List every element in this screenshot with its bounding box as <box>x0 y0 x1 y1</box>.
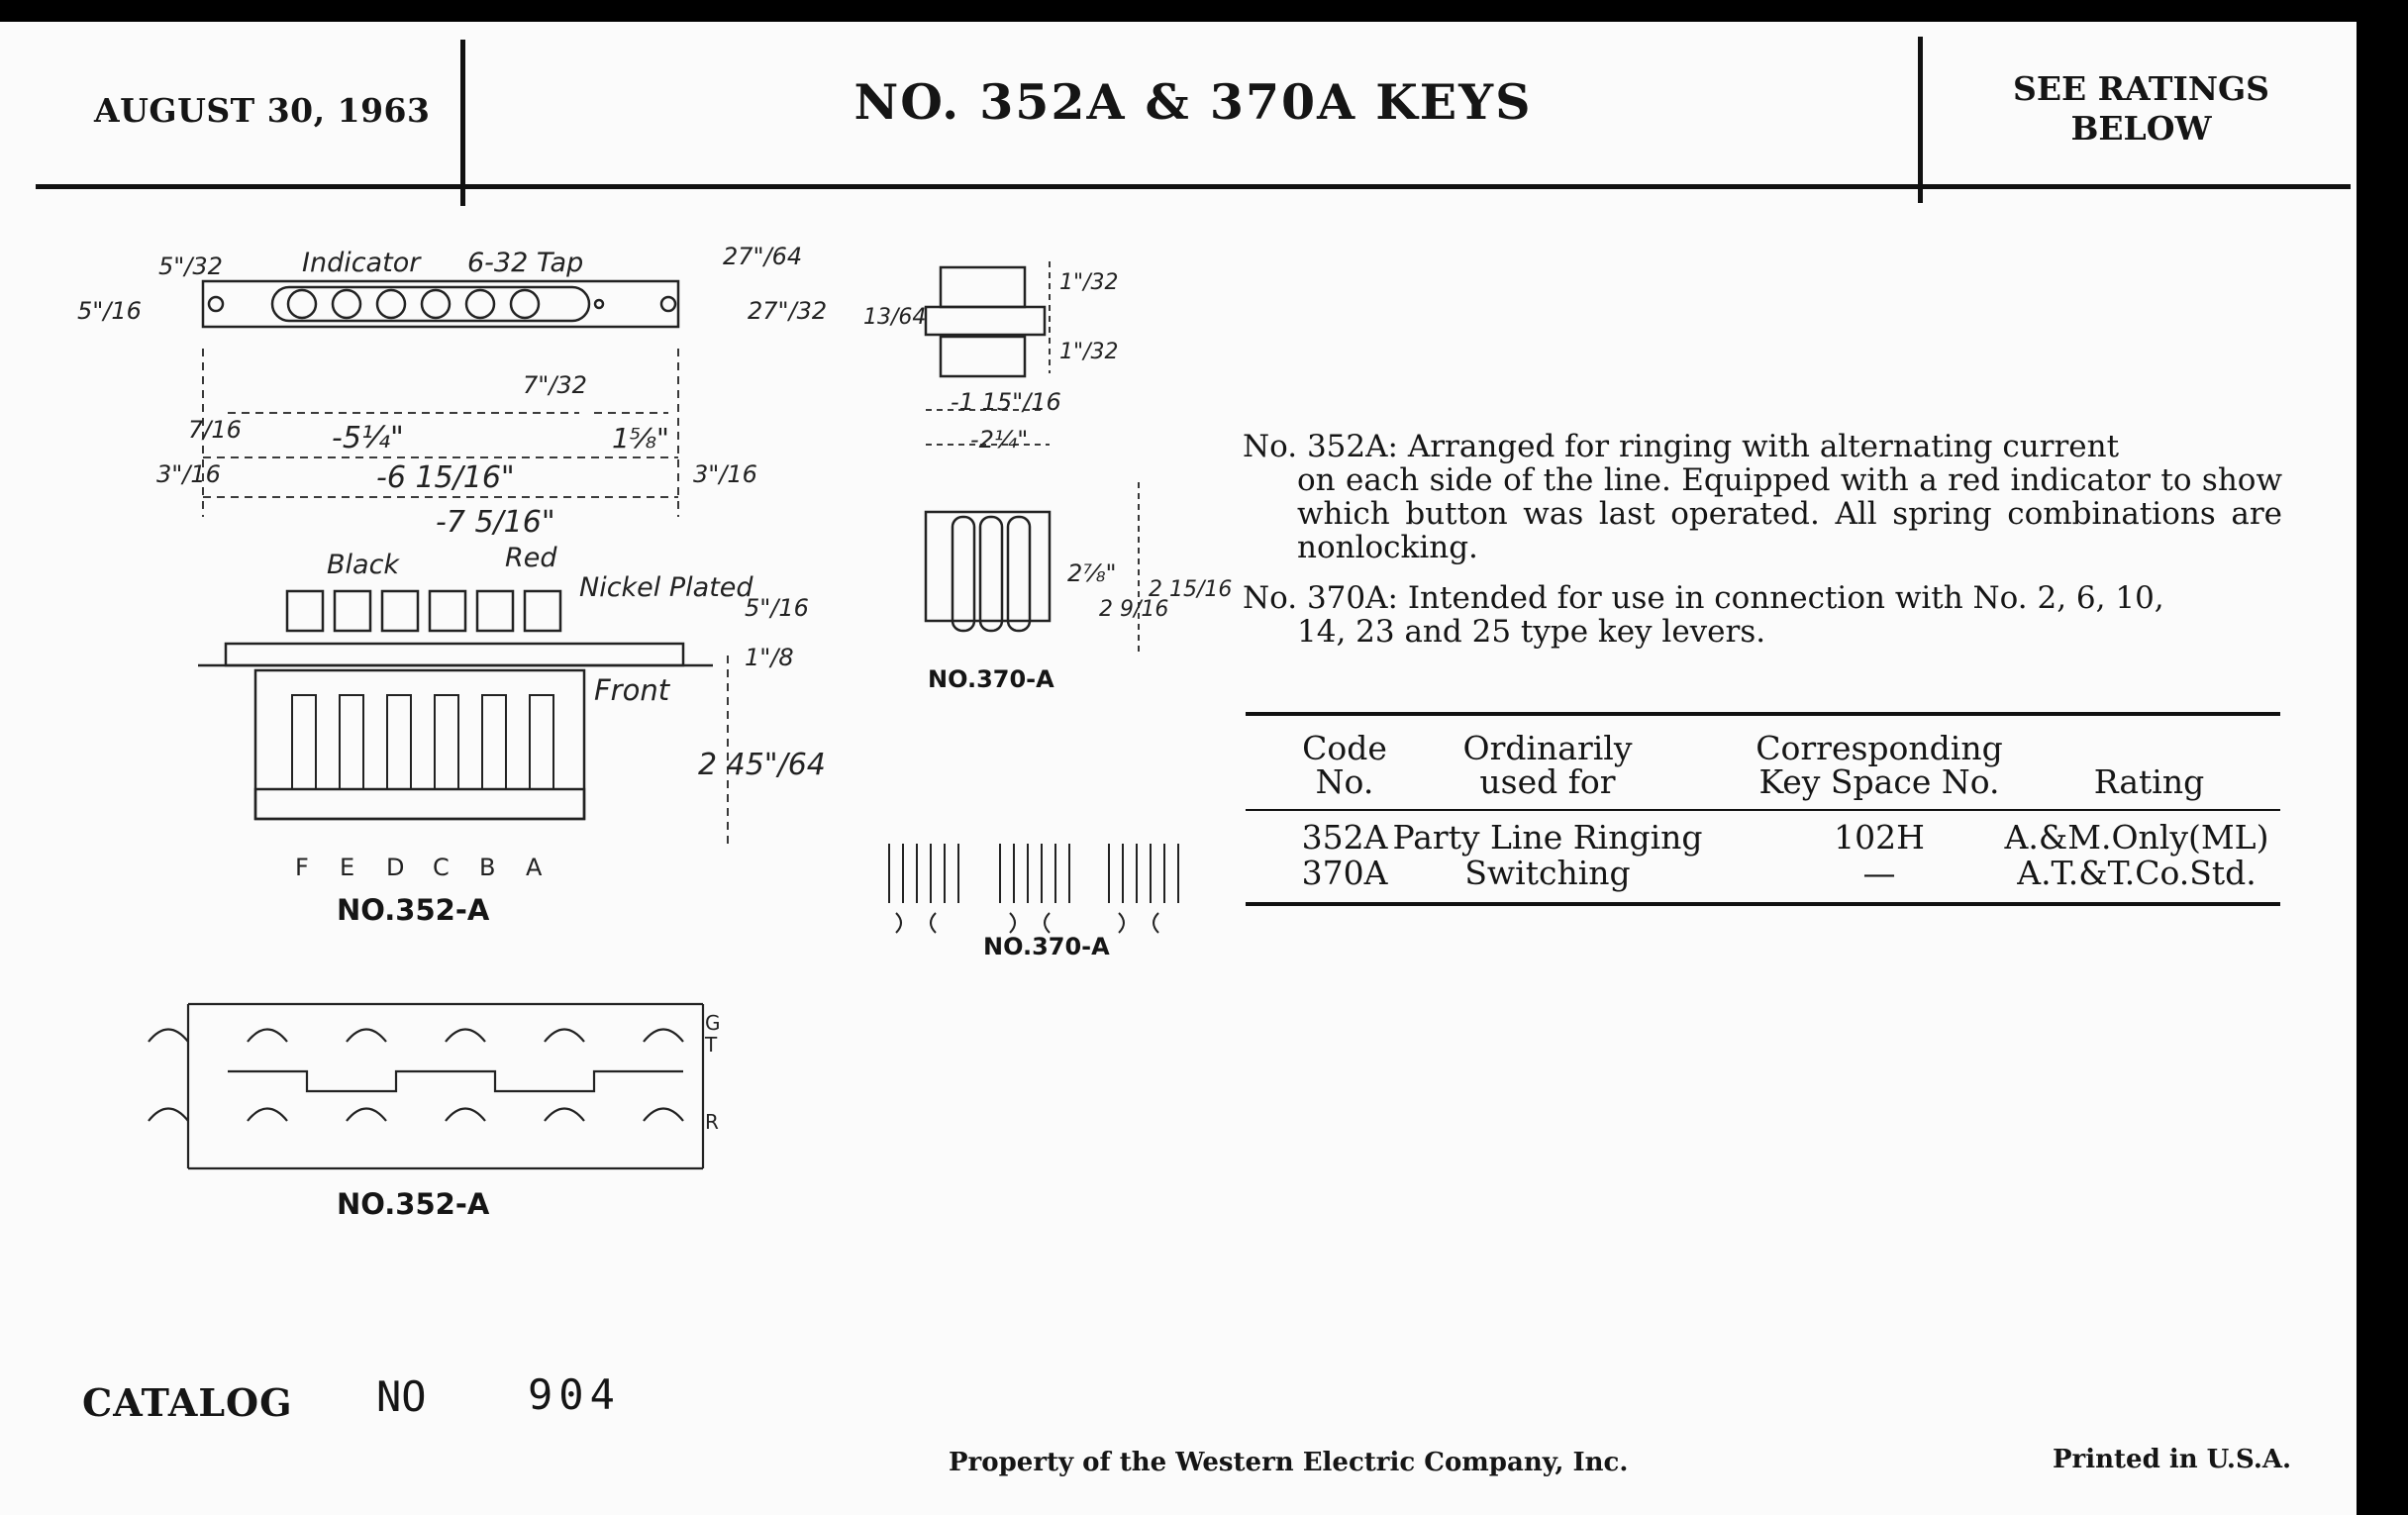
svg-text:-7 5/16": -7 5/16" <box>436 505 555 540</box>
table-header-rule <box>1246 809 2280 811</box>
wiring-r-label: R <box>705 1110 719 1134</box>
header-code-2: No. <box>1315 762 1374 801</box>
description-352a-text: on each side of the line. Equipped with … <box>1297 462 2282 565</box>
header-used-for: Ordinarily used for <box>1399 732 1696 799</box>
key-top-view: Indicator 6-32 Tap -5¼" 1⅝" -6 15/16" -7… <box>77 243 827 540</box>
svg-text:2⅞": 2⅞" <box>1067 559 1117 587</box>
svg-text:3"/16: 3"/16 <box>693 460 757 488</box>
letter-a: A <box>526 854 543 881</box>
svg-text:2 45"/64: 2 45"/64 <box>698 748 826 782</box>
svg-text:2 9/16: 2 9/16 <box>1099 597 1168 622</box>
letter-f: F <box>295 854 309 881</box>
header-used-2: used for <box>1479 762 1616 801</box>
header-key-space: Corresponding Key Space No. <box>1741 732 2018 799</box>
letter-b: B <box>479 854 495 881</box>
row2-rating: A.T.&T.Co.Std. <box>2017 854 2257 892</box>
footer-printed: Printed in U.S.A. <box>2053 1445 2292 1474</box>
svg-text:1"/32: 1"/32 <box>1059 340 1119 364</box>
key-370-springs <box>888 844 1179 934</box>
header-space-2: Key Space No. <box>1758 762 2000 801</box>
header-rating: Rating <box>2093 762 2205 801</box>
catalog-number: 904 <box>528 1370 621 1419</box>
svg-text:3"/16: 3"/16 <box>156 460 221 488</box>
wiring-t-label: T <box>704 1033 718 1057</box>
letter-d: D <box>386 854 404 881</box>
svg-text:1"/8: 1"/8 <box>745 644 794 671</box>
description-352a-first-line: Arranged for ringing with alternating cu… <box>1407 429 2120 464</box>
catalog-sheet: AUGUST 30, 1963 NO. 352A & 370A KEYS SEE… <box>0 22 2357 1515</box>
technical-drawings-svg: Indicator 6-32 Tap -5¼" 1⅝" -6 15/16" -7… <box>77 243 1232 1170</box>
description-370a-first-line: Intended for use in connection with No. … <box>1407 580 2164 616</box>
nickel-plated-label: Nickel Plated <box>579 572 753 603</box>
indicator-label: Indicator <box>302 248 422 278</box>
tap-label: 6-32 Tap <box>467 248 583 278</box>
svg-text:13/64: 13/64 <box>863 305 926 330</box>
catalog-no: NO <box>376 1372 427 1421</box>
header-code-1: Code <box>1302 729 1387 767</box>
front-label: Front <box>594 673 671 707</box>
table-top-rule <box>1246 712 2280 716</box>
footer-property: Property of the Western Electric Company… <box>949 1448 1629 1477</box>
red-label: Red <box>505 543 557 573</box>
svg-text:5"/16: 5"/16 <box>77 297 142 325</box>
header-divider-left <box>460 40 465 206</box>
svg-text:-6 15/16": -6 15/16" <box>376 460 515 495</box>
key-370-top-view: 1"/32 1"/32 13/64 -1 15"/16 -2¼" <box>863 261 1119 454</box>
wiring-g-label: G <box>705 1011 721 1035</box>
catalog-label: CATALOG <box>82 1380 293 1425</box>
description-352a-label: No. 352A: <box>1243 429 1398 464</box>
header-space-1: Corresponding <box>1756 729 2003 767</box>
svg-text:7"/32: 7"/32 <box>523 371 587 399</box>
black-label: Black <box>327 550 400 580</box>
svg-text:1"/32: 1"/32 <box>1059 270 1119 295</box>
row1-used-for: Party Line Ringing <box>1392 818 1703 857</box>
row1-key-space: 102H <box>1834 818 1925 857</box>
header-title: NO. 352A & 370A KEYS <box>853 73 1533 131</box>
header-rating-line2: BELOW <box>2070 109 2212 148</box>
svg-text:-2¼": -2¼" <box>970 426 1028 454</box>
description-352a: No. 352A: Arranged for ringing with alte… <box>1243 430 2282 564</box>
header-code: Code No. <box>1246 732 1444 799</box>
svg-text:5"/16: 5"/16 <box>745 594 809 622</box>
svg-text:5"/32: 5"/32 <box>158 252 223 280</box>
svg-text:27"/64: 27"/64 <box>723 243 802 270</box>
row2-key-space: — <box>1862 854 1896 892</box>
svg-text:27"/32: 27"/32 <box>748 297 827 325</box>
caption-352a-bottom: NO.352-A <box>337 1187 490 1221</box>
header-rating-line1: SEE RATINGS <box>2012 69 2270 108</box>
svg-text:-1 15"/16: -1 15"/16 <box>951 388 1061 416</box>
svg-text:2 15/16: 2 15/16 <box>1149 577 1232 602</box>
description-370a-text: 14, 23 and 25 type key levers. <box>1297 614 1766 650</box>
letter-e: E <box>340 854 354 881</box>
header-ratings-note: SEE RATINGS BELOW <box>1926 69 2357 149</box>
header-date: AUGUST 30, 1963 <box>94 91 431 130</box>
description-370a: No. 370A: Intended for use in connection… <box>1243 581 2282 649</box>
header-used-1: Ordinarily <box>1462 729 1633 767</box>
table-bottom-rule <box>1246 902 2280 906</box>
svg-text:7/16: 7/16 <box>188 416 242 444</box>
key-side-view: Black Red Nickel Plated Front 5"/16 1"/8… <box>198 543 826 881</box>
row1-code: 352A <box>1301 818 1388 857</box>
caption-370a-top: NO.370-A <box>928 665 1054 693</box>
caption-370a-bottom: NO.370-A <box>983 933 1110 960</box>
caption-352a-top: NO.352-A <box>337 893 490 927</box>
row2-used-for: Switching <box>1464 854 1631 892</box>
header-rule <box>36 184 2351 189</box>
svg-text:-5¼": -5¼" <box>332 421 404 455</box>
key-370-side-view: 2⅞" 2 9/16 2 15/16 <box>924 482 1232 656</box>
row1-rating: A.&M.Only(ML) <box>2004 818 2269 857</box>
key-wiring-diagram: G T R <box>148 1002 721 1170</box>
row2-code: 370A <box>1301 854 1388 892</box>
svg-text:1⅝": 1⅝" <box>612 422 669 454</box>
letter-c: C <box>433 854 450 881</box>
header-divider-right <box>1918 37 1923 203</box>
description-370a-label: No. 370A: <box>1243 580 1398 616</box>
